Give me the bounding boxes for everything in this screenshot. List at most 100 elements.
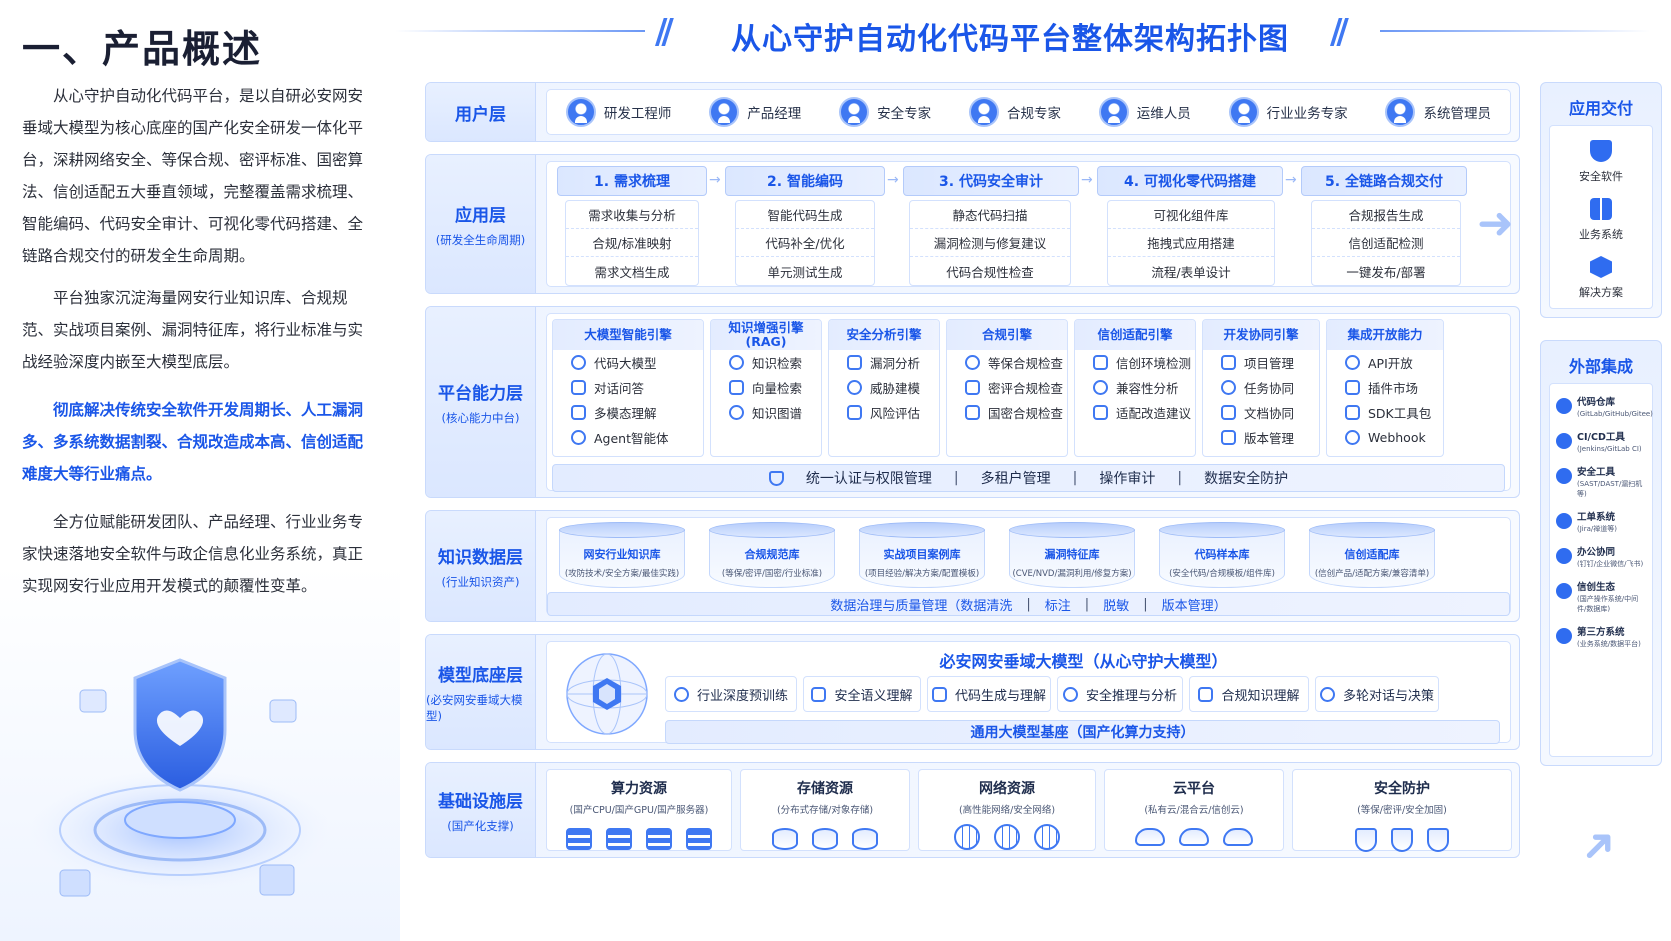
- integration-item: 工单系统(Jira/禅道等): [1550, 511, 1652, 534]
- check-icon: [965, 405, 980, 420]
- data-governance-bar: 数据治理与质量管理（数据清洗| 标注| 脱敏| 版本管理）: [547, 592, 1510, 616]
- model-base-bar: 通用大模型基座（国产化算力支持）: [665, 720, 1500, 744]
- step-header: 1. 需求梳理: [557, 166, 707, 196]
- platform-layer: 平台能力层 (核心能力中台) 大模型智能引擎 代码大模型 对话问答 多模态理解 …: [425, 306, 1520, 498]
- integration-item: CI/CD工具 (Jenkins/GitLab CI): [1550, 431, 1652, 454]
- engine-item: 版本管理: [1244, 431, 1295, 446]
- resource-cloud: 云平台 (私有云/混合云/信创云): [1104, 769, 1284, 851]
- threat-icon: [847, 380, 862, 395]
- resource-name: 网络资源: [979, 781, 1035, 797]
- user-item: 产品经理: [709, 97, 801, 127]
- risk-icon: [847, 405, 862, 420]
- model-capability: 代码生成与理解: [927, 676, 1051, 712]
- user-label: 产品经理: [747, 106, 802, 122]
- engine-title: 开发协同引擎: [1203, 320, 1319, 350]
- engine-compliance: 合规引擎 等保合规检查 密评合规检查 国密合规检查: [946, 319, 1068, 457]
- value-paragraph: 全方位赋能研发团队、产品经理、行业业务专家快速落地安全软件与政企信息化业务系统，…: [22, 513, 364, 595]
- step-header: 5. 全链路合规交付: [1301, 166, 1467, 196]
- user-avatar-icon: [968, 97, 999, 127]
- engine-item: 代码大模型: [594, 356, 657, 371]
- application-layer: 应用层 (研发全生命周期) 1. 需求梳理 需求收集与分析 合规/标准映射 需求…: [425, 154, 1520, 294]
- delivery-panel: 应用交付 安全软件 业务系统 解决方案: [1540, 82, 1662, 318]
- model-capability: 安全推理与分析: [1057, 676, 1183, 712]
- cloud-icon: [1179, 828, 1209, 846]
- engine-item: 等保合规检查: [988, 356, 1064, 371]
- check-icon: [965, 380, 980, 395]
- engine-item: 适配改造建议: [1116, 406, 1192, 421]
- cloud-icon: [1223, 828, 1253, 846]
- check-icon: [965, 355, 980, 370]
- db-name: 信创适配库: [1344, 548, 1400, 561]
- layer-subtitle: (行业知识资产): [441, 574, 520, 589]
- step-item: 合规/标准映射: [566, 229, 698, 257]
- integration-name: CI/CD工具: [1577, 432, 1625, 443]
- resource-desc: (国产CPU/国产GPU/国产服务器): [569, 805, 709, 816]
- knowledge-panel: 网安行业知识库(攻防技术/安全方案/最佳实践) 合规规范库(等保/密评/国密/行…: [546, 517, 1511, 616]
- db-name: 合规规范库: [744, 548, 800, 561]
- user-avatar-icon: [1228, 97, 1259, 127]
- semantic-icon: [811, 686, 827, 702]
- model-title: 必安网安垂域大模型（从心守护大模型）: [939, 652, 1228, 671]
- capability-label: 安全推理与分析: [1085, 688, 1177, 704]
- engine-item: 兼容性分析: [1116, 381, 1179, 396]
- step-item: 漏洞检测与修复建议: [910, 229, 1070, 257]
- engine-item: 威胁建模: [870, 381, 921, 396]
- integration-item: 办公协同(钉钉/企业微信/飞书): [1550, 546, 1652, 569]
- user-item: 合规专家: [968, 97, 1061, 127]
- engine-title: 合规引擎: [947, 320, 1067, 350]
- user-label: 合规专家: [1006, 106, 1061, 122]
- layer-title: 模型底座层: [438, 665, 523, 686]
- bar-item: 数据安全防护: [1204, 471, 1289, 487]
- step-item: 代码合规性检查: [946, 264, 1034, 280]
- pain-points-paragraph: 彻底解决传统安全软件开发周期长、人工漏洞多、多系统数据割裂、合规改造成本高、信创…: [22, 401, 364, 483]
- user-item: 行业业务专家: [1228, 97, 1348, 127]
- integration-desc: (Jira/禅道等): [1577, 525, 1617, 533]
- engine-title: 知识增强引擎 (RAG): [711, 320, 821, 350]
- header-line-right: [1380, 30, 1650, 32]
- step-arrow-icon: →: [1081, 172, 1093, 188]
- engine-llm: 大模型智能引擎 代码大模型 对话问答 多模态理解 Agent智能体: [552, 319, 704, 457]
- upward-arrow-icon: ➜: [1567, 814, 1630, 877]
- step-item: 智能代码生成: [736, 201, 874, 229]
- model-capability: 多轮对话与决策: [1315, 676, 1439, 712]
- capability-label: 安全语义理解: [834, 688, 913, 704]
- security-tool-icon: [1556, 468, 1572, 484]
- database-icon: [1159, 522, 1285, 538]
- user-label: 运维人员: [1136, 106, 1191, 122]
- engine-title: 安全分析引擎: [829, 320, 939, 350]
- engine-item: Webhook: [1368, 430, 1426, 445]
- delivery-item: 业务系统: [1550, 198, 1652, 242]
- integration-name: 办公协同: [1577, 547, 1616, 558]
- engine-security: 安全分析引擎 漏洞分析 威胁建模 风险评估: [828, 319, 940, 457]
- delivery-label: 安全软件: [1579, 170, 1623, 183]
- bar-item: 标注: [1044, 598, 1071, 614]
- engine-item: 任务协同: [1244, 381, 1295, 396]
- header-chevron-right-icon: //: [1330, 12, 1349, 52]
- integration-name: 安全工具: [1577, 467, 1616, 478]
- engine-item: 对话问答: [594, 381, 645, 396]
- shield-icon: [768, 470, 784, 486]
- integration-title: 外部集成: [1568, 357, 1633, 376]
- integration-desc: (Jenkins/GitLab CI): [1577, 445, 1642, 453]
- engine-title: 集成开放能力: [1327, 320, 1443, 350]
- scan-icon: [571, 405, 586, 420]
- db-desc: (等保/密评/国密/行业标准): [721, 569, 823, 579]
- step-arrow-icon: →: [709, 172, 721, 188]
- database: 信创适配库(信创产品/适配方案/兼容清单): [1309, 522, 1435, 588]
- globe-icon: [1034, 824, 1060, 850]
- adapt-icon: [1093, 405, 1108, 420]
- cube-icon: [1590, 256, 1612, 278]
- db-desc: (CVE/NVD/漏洞利用/修复方案): [1012, 569, 1132, 579]
- step-item: 代码补全/优化: [736, 229, 874, 257]
- bar-item: 脱敏: [1103, 598, 1130, 614]
- integration-item: 代码仓库(GitLab/GitHub/Gitee): [1550, 396, 1653, 419]
- step-body: 静态代码扫描 漏洞检测与修复建议 代码合规性检查: [909, 200, 1071, 286]
- layer-title: 平台能力层: [438, 383, 523, 404]
- diagram-title: 从心守护自动化代码平台整体架构拓扑图: [731, 22, 1289, 57]
- infrastructure-layer-label: 基础设施层 (国产化支撑): [426, 763, 536, 857]
- engines-panel: 大模型智能引擎 代码大模型 对话问答 多模态理解 Agent智能体 知识增强引擎…: [546, 313, 1511, 492]
- resource-desc: (分布式存储/对象存储): [776, 805, 874, 816]
- engine-item: 项目管理: [1244, 356, 1295, 371]
- integration-item: 安全工具(SAST/DAST/漏扫机等): [1550, 466, 1652, 499]
- layer-subtitle: (核心能力中台): [441, 410, 520, 425]
